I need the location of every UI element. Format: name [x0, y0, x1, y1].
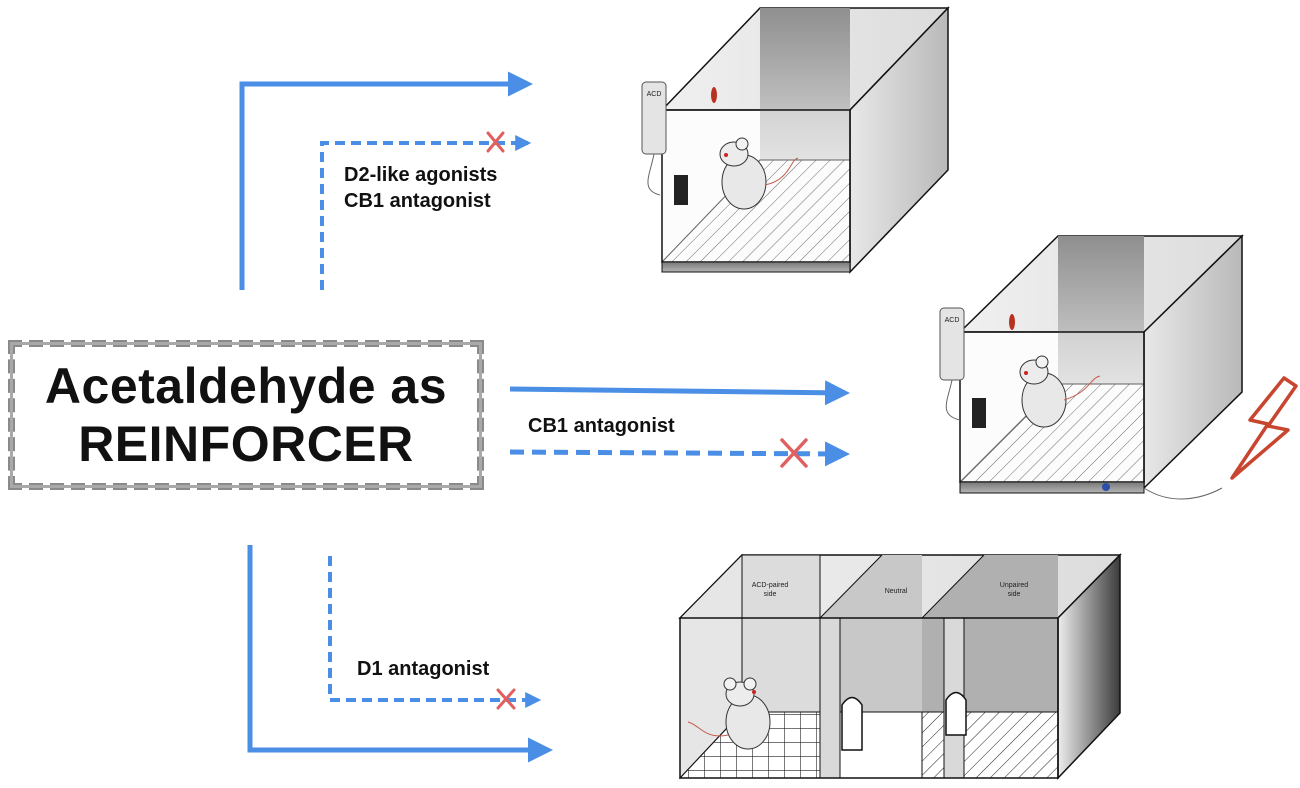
cue-light-icon [1009, 314, 1015, 330]
arrow-middle-solid [509, 380, 850, 406]
rat-icon [1019, 355, 1101, 428]
svg-text:ACD: ACD [647, 91, 662, 98]
svg-text:ACD-paired: ACD-paired [752, 582, 789, 589]
svg-text:Unpaired: Unpaired [1000, 582, 1029, 589]
title-line-2: REINFORCER [78, 416, 414, 472]
svg-text:side: side [764, 591, 777, 598]
shock-bolt-icon [1230, 376, 1298, 480]
lever-icon [674, 175, 688, 205]
svg-text:side: side [1008, 591, 1021, 598]
top-label-line-1: D2-like agonists [344, 164, 498, 186]
title-line-1: Acetaldehyde as [44, 358, 448, 414]
block-x-icon [496, 688, 516, 710]
operant-chamber-middle: ACD [939, 234, 1298, 500]
block-x-icon [780, 438, 808, 468]
arrow-middle-dashed [509, 438, 850, 468]
liquid-bottle-icon: ACD [641, 81, 667, 196]
liquid-bottle-icon: ACD [939, 307, 965, 421]
arrow-bottom-solid [247, 545, 553, 763]
top-label-line-2: CB1 antagonist [344, 190, 491, 212]
bottom-pathway-label: D1 antagonist [357, 658, 490, 680]
doorway-left [841, 696, 863, 751]
cue-light-icon [711, 87, 717, 103]
lever-icon [972, 398, 986, 428]
svg-text:Neutral: Neutral [885, 588, 908, 595]
arrow-top-solid [239, 71, 533, 290]
svg-text:ACD: ACD [945, 317, 960, 324]
block-x-icon [486, 131, 505, 153]
rat-icon [719, 137, 799, 210]
doorway-right [945, 691, 967, 736]
middle-pathway-label: CB1 antagonist [528, 415, 675, 437]
top-pathway-label: D2-like agonists CB1 antagonist [344, 162, 497, 214]
operant-chamber-top: ACD [641, 6, 950, 274]
arrow-bottom-dashed [328, 556, 542, 710]
arrow-top-dashed [320, 131, 532, 290]
title-box: Acetaldehyde as REINFORCER [8, 340, 484, 490]
place-preference-apparatus: ACD-paired side Neutral Unpaired side [678, 553, 1122, 780]
rat-icon [687, 677, 771, 750]
